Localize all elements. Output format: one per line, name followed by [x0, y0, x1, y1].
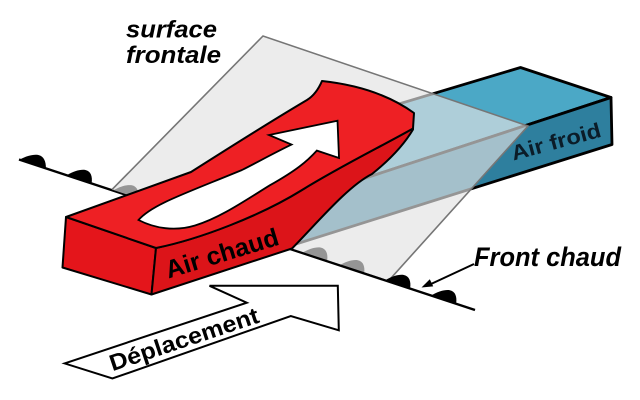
- svg-text:Front chaud: Front chaud: [474, 242, 621, 272]
- svg-text:frontale: frontale: [126, 42, 221, 69]
- svg-text:surface: surface: [126, 17, 217, 44]
